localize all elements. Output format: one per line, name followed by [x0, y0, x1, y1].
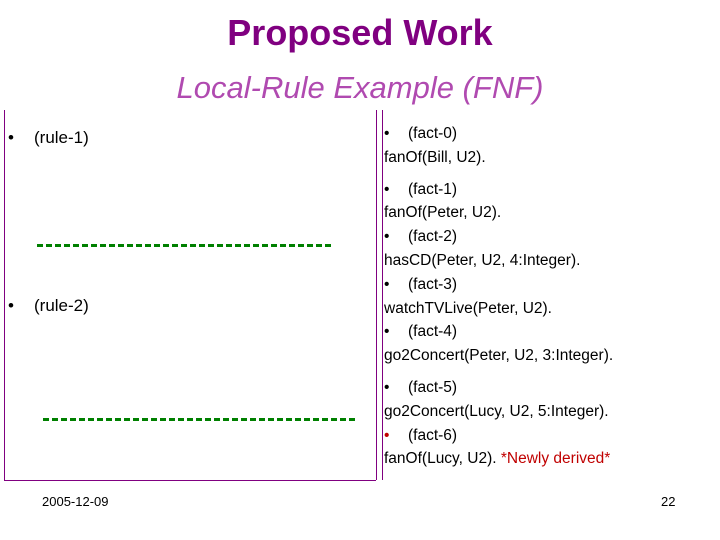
fact-item: • (fact-3) watchTVLive(Peter, U2). — [384, 273, 714, 321]
fact-label: (fact-3) — [408, 275, 458, 293]
fact-text: go2Concert(Peter, U2, 3:Integer). — [384, 347, 614, 365]
fact-label: (fact-2) — [408, 228, 458, 246]
fact-label: (fact-6) — [408, 426, 458, 444]
page-number: 22 — [661, 494, 676, 509]
divider-line-inner — [382, 110, 383, 480]
bullet: • — [384, 228, 390, 246]
derived-note: *Newly derived* — [500, 450, 611, 468]
bullet: • — [384, 125, 390, 142]
bullet: • — [384, 275, 390, 293]
fact-text: fanOf(Bill, U2). — [384, 148, 486, 166]
fact-label: (fact-1) — [408, 180, 458, 198]
slide-subtitle: Local-Rule Example (FNF) — [176, 70, 544, 105]
rule-1-label: (rule-1) — [34, 128, 89, 147]
fact-text: fanOf(Peter, U2). — [384, 204, 502, 222]
rule-2-item: • (rule-2) — [8, 296, 89, 316]
bullet: • — [384, 180, 390, 198]
bullet: • — [8, 128, 14, 147]
bottom-border — [4, 480, 376, 481]
rule-1-separator — [37, 244, 331, 247]
fact-item: • (fact-1) fanOf(Peter, U2). — [384, 178, 714, 226]
fact-label: (fact-0) — [408, 125, 458, 142]
fact-item: • (fact-2) hasCD(Peter, U2, 4:Integer). — [384, 225, 714, 273]
bullet: • — [384, 378, 390, 396]
fact-item: • (fact-5) go2Concert(Lucy, U2, 5:Integer… — [384, 376, 714, 424]
fact-text: watchTVLive(Peter, U2). — [384, 299, 552, 317]
slide-title: Proposed Work — [227, 12, 493, 53]
left-border — [4, 110, 5, 480]
rule-1-item: • (rule-1) — [8, 128, 89, 148]
fact-label: (fact-5) — [408, 378, 458, 396]
footer-date: 2005-12-09 — [42, 494, 109, 509]
divider-line — [376, 110, 377, 480]
bullet: • — [8, 296, 14, 315]
rule-2-separator — [43, 418, 355, 421]
fact-item: • (fact-4) go2Concert(Peter, U2, 3:Intege… — [384, 320, 714, 368]
fact-item: • (fact-6) fanOf(Lucy, U2). *Newly derive… — [384, 424, 714, 472]
fact-text: go2Concert(Lucy, U2, 5:Integer). — [384, 402, 609, 420]
bullet: • — [384, 426, 390, 444]
rule-2-label: (rule-2) — [34, 296, 89, 315]
fact-text: hasCD(Peter, U2, 4:Integer). — [384, 251, 581, 269]
fact-label: (fact-4) — [408, 323, 458, 341]
bullet: • — [384, 323, 390, 341]
fact-item: • (fact-0) fanOf(Bill, U2). — [384, 122, 714, 170]
facts-list: • (fact-0) fanOf(Bill, U2). • (fact-1) fan… — [384, 122, 714, 471]
fact-text: fanOf(Lucy, U2). — [384, 450, 497, 468]
